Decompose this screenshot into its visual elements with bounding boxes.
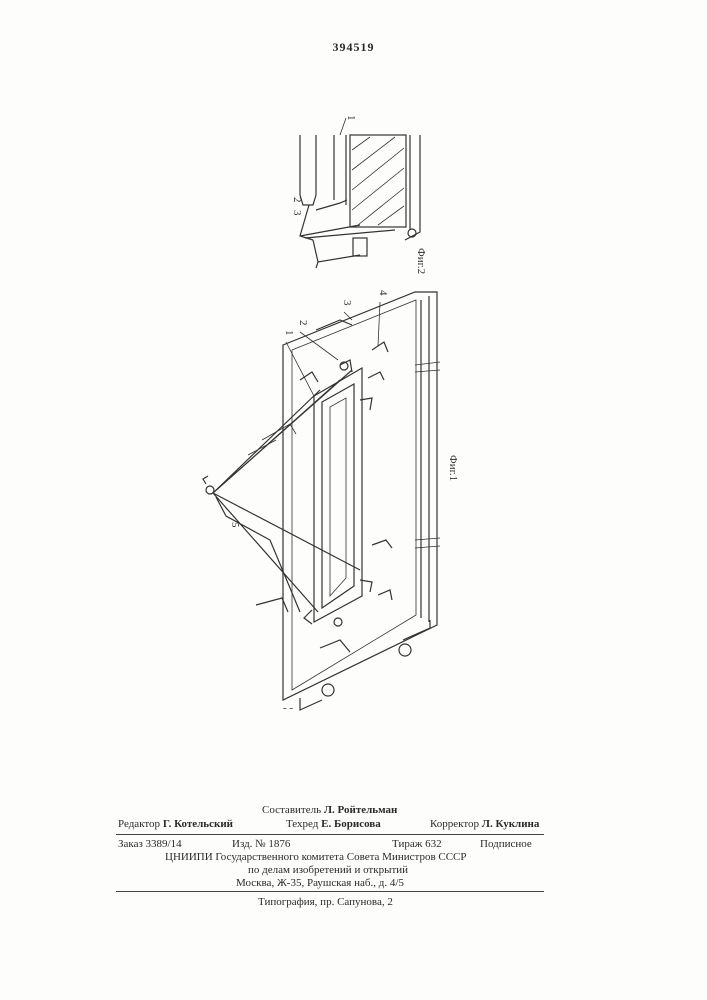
fig1-wheel-right xyxy=(399,644,411,656)
order-number: Заказ 3389/14 xyxy=(118,838,182,851)
fig1-sling-spreaders xyxy=(248,424,296,455)
fig2-hatching xyxy=(352,137,404,225)
printer-line: Типография, пр. Сапунова, 2 xyxy=(258,896,393,909)
fig1-hook xyxy=(203,476,208,484)
fig1-label-2: 2 xyxy=(297,320,309,326)
fig2-label-2: 2 xyxy=(291,197,303,203)
fig1-panel-frame-outer xyxy=(314,368,362,622)
fig2-label-1: 1 xyxy=(345,115,357,121)
editor-name: Г. Котельский xyxy=(163,818,233,830)
fig1-rail-brackets xyxy=(415,362,440,548)
fig1-side-rail xyxy=(421,296,429,622)
fig1-grip-roller-bottom xyxy=(334,618,342,626)
compiler-name: Л. Ройтельман xyxy=(324,804,398,816)
fig1-wheel-left xyxy=(322,684,334,696)
fig2-hatched-block xyxy=(350,135,406,227)
fig1-base-outline xyxy=(283,292,437,700)
fig1-slings xyxy=(213,370,360,612)
figure-1: 1 2 3 4 5 Фиг.1 ‑ ‑ xyxy=(203,290,459,714)
fig1-label-4: 4 xyxy=(377,290,389,296)
fig2-support-post xyxy=(300,135,316,205)
fig1-caption: Фиг.1 xyxy=(447,455,459,481)
fig2-clamp xyxy=(353,238,367,256)
subscription: Подписное xyxy=(480,838,532,851)
address-line: Москва, Ж-35, Раушская наб., д. 4/5 xyxy=(236,877,404,890)
compiler-line: Составитель Л. Ройтельман xyxy=(262,804,397,817)
fig2-caption: Фиг.2 xyxy=(415,248,427,274)
fig2-label-3: 3 xyxy=(291,210,303,216)
edition-number: Изд. № 1876 xyxy=(232,838,290,851)
organization-line: ЦНИИПИ Государственного комитета Совета … xyxy=(165,851,467,864)
corrector-prefix: Корректор xyxy=(430,818,479,830)
fig1-label-3: 3 xyxy=(341,300,353,306)
compiler-prefix: Составитель xyxy=(262,804,321,816)
print-run: Тираж 632 xyxy=(392,838,442,851)
editor-line: Редактор Г. Котельский xyxy=(118,818,233,831)
fig1-panel-frame-inner xyxy=(322,384,354,608)
techred-prefix: Техред xyxy=(286,818,318,830)
techred-line: Техред Е. Борисова xyxy=(286,818,381,831)
divider-bottom xyxy=(116,891,544,892)
divider-top xyxy=(116,834,544,835)
corrector-line: Корректор Л. Куклина xyxy=(430,818,539,831)
editor-prefix: Редактор xyxy=(118,818,160,830)
fig1-panel xyxy=(330,398,346,596)
fig1-wheel-mounts xyxy=(300,620,430,710)
fig1-leaders xyxy=(286,302,380,396)
fig2-slings xyxy=(300,200,395,268)
figure-2: 1 2 3 Фиг.2 xyxy=(291,115,427,274)
fig1-hook-ring xyxy=(206,486,214,494)
fig1-clamp-hooks xyxy=(256,320,392,652)
fig1-label-1: 1 xyxy=(283,330,295,336)
department-line: по делам изобретений и открытий xyxy=(248,864,408,877)
fig2-frame-element xyxy=(334,135,346,205)
techred-name: Е. Борисова xyxy=(321,818,381,830)
corrector-name: Л. Куклина xyxy=(482,818,540,830)
fig1-tick-mark: ‑ ‑ xyxy=(283,702,293,714)
fig2-right-wall xyxy=(405,135,420,240)
fig1-label-5: 5 xyxy=(229,522,241,528)
fig2-leader-1 xyxy=(340,118,346,135)
